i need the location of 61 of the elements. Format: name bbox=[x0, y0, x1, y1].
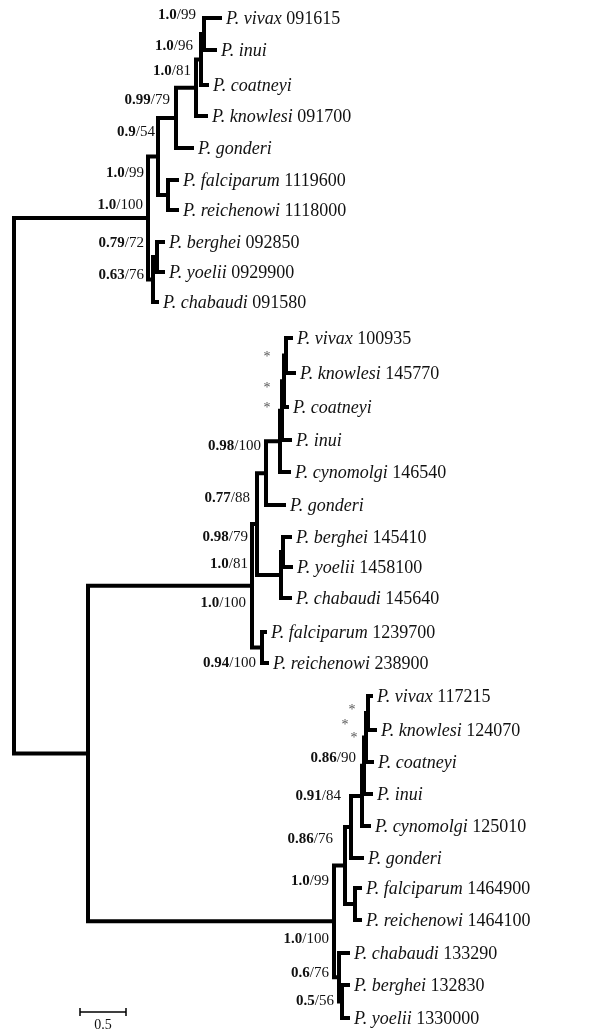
taxon-label: P. inui bbox=[221, 41, 267, 59]
support-value: 0.98/100 bbox=[208, 437, 261, 453]
support-value: 0.86/76 bbox=[287, 830, 333, 846]
significance-mark: * bbox=[263, 350, 271, 364]
taxon-label: P. yoelii 1330000 bbox=[354, 1009, 480, 1027]
support-value: 1.0/100 bbox=[97, 196, 143, 212]
taxon-label: P. falciparum 1239700 bbox=[271, 623, 436, 641]
taxon-label: P. falciparum 1119600 bbox=[183, 171, 346, 189]
support-value: 0.5/56 bbox=[296, 992, 334, 1008]
significance-mark: * bbox=[350, 731, 358, 745]
support-value: 0.77/88 bbox=[204, 489, 250, 505]
significance-mark: * bbox=[263, 401, 271, 415]
significance-mark: * bbox=[341, 718, 349, 732]
taxon-label: P. reichenowi 238900 bbox=[273, 654, 429, 672]
taxon-label: P. falciparum 1464900 bbox=[366, 879, 531, 897]
taxon-label: P. vivax 091615 bbox=[226, 9, 341, 27]
taxon-label: P. cynomolgi 125010 bbox=[375, 817, 527, 835]
taxon-label: P. knowlesi 124070 bbox=[381, 721, 521, 739]
support-value: 1.0/100 bbox=[283, 930, 329, 946]
taxon-label: P. reichenowi 1118000 bbox=[183, 201, 347, 219]
support-value: 0.9/54 bbox=[117, 123, 155, 139]
support-value: 0.6/76 bbox=[291, 964, 329, 980]
taxon-label: P. knowlesi 091700 bbox=[212, 107, 352, 125]
support-value: 1.0/96 bbox=[155, 37, 193, 53]
support-value: 1.0/100 bbox=[200, 594, 246, 610]
taxon-label: P. berghei 092850 bbox=[169, 233, 300, 251]
taxon-label: P. inui bbox=[377, 785, 423, 803]
taxon-label: P. gonderi bbox=[368, 849, 442, 867]
support-value: 1.0/99 bbox=[291, 872, 329, 888]
taxon-label: P. berghei 132830 bbox=[354, 976, 485, 994]
taxon-label: P. knowlesi 145770 bbox=[300, 364, 440, 382]
taxon-label: P. gonderi bbox=[290, 496, 364, 514]
support-value: 1.0/99 bbox=[158, 6, 196, 22]
taxon-label: P. berghei 145410 bbox=[296, 528, 427, 546]
significance-mark: * bbox=[348, 703, 356, 717]
support-value: 0.91/84 bbox=[295, 787, 341, 803]
taxon-label: P. coatneyi bbox=[293, 398, 372, 416]
support-value: 0.79/72 bbox=[98, 234, 144, 250]
support-value: 0.98/79 bbox=[202, 528, 248, 544]
taxon-label: P. yoelii 0929900 bbox=[169, 263, 295, 281]
scale-value: 0.5 bbox=[94, 1018, 112, 1032]
taxon-label: P. yoelii 1458100 bbox=[297, 558, 423, 576]
taxon-label: P. gonderi bbox=[198, 139, 272, 157]
taxon-label: P. chabaudi 133290 bbox=[354, 944, 498, 962]
support-value: 0.86/90 bbox=[310, 749, 356, 765]
support-value: 1.0/81 bbox=[153, 62, 191, 78]
taxon-label: P. reichenowi 1464100 bbox=[366, 911, 531, 929]
taxon-label: P. vivax 117215 bbox=[377, 687, 491, 705]
support-value: 1.0/99 bbox=[106, 164, 144, 180]
support-value: 1.0/81 bbox=[210, 555, 248, 571]
support-value: 0.63/76 bbox=[98, 266, 144, 282]
taxon-label: P. vivax 100935 bbox=[297, 329, 412, 347]
taxon-label: P. cynomolgi 146540 bbox=[295, 463, 447, 481]
taxon-label: P. chabaudi 091580 bbox=[163, 293, 307, 311]
taxon-label: P. coatneyi bbox=[213, 76, 292, 94]
support-value: 0.99/79 bbox=[124, 91, 170, 107]
taxon-label: P. inui bbox=[296, 431, 342, 449]
taxon-label: P. chabaudi 145640 bbox=[296, 589, 440, 607]
taxon-label: P. coatneyi bbox=[378, 753, 457, 771]
significance-mark: * bbox=[263, 381, 271, 395]
support-value: 0.94/100 bbox=[203, 654, 256, 670]
